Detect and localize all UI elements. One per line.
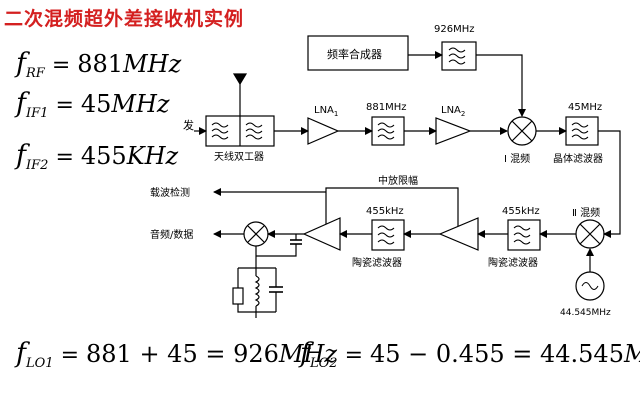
limiter-feedback-loop [325, 187, 459, 226]
lna2-sub: 2 [461, 110, 465, 118]
eq-sign: = [55, 93, 81, 118]
lna1-label: LNA1 [314, 105, 338, 118]
eq-value: 455 [80, 142, 127, 170]
eq-unit: MHz [624, 340, 640, 368]
filter-881-wave-icon [377, 122, 395, 140]
crystal-filter-label: 晶体滤波器 [553, 152, 603, 165]
crystal-filter-wave-icon [571, 122, 589, 140]
crystal-filter-block [565, 116, 599, 146]
carrier-detect-label: 载波检测 [150, 186, 190, 199]
eq-value: 881 [77, 50, 124, 78]
mixer-1-cross [511, 120, 533, 142]
lna1-main: LNA [314, 105, 334, 116]
oscillator-label: 44.545MHz [560, 308, 611, 318]
eq-sign: = [55, 145, 81, 170]
eq-sign: = [60, 343, 86, 368]
ceramic-filter-b-label: 陶瓷滤波器 [488, 256, 538, 269]
mixer2-label: Ⅱ 混频 [572, 206, 600, 219]
lna1-amplifier-icon [307, 117, 340, 145]
eq-value: 45 [80, 90, 112, 118]
eq-sign: = [51, 53, 78, 78]
f455a-label: 455kHz [366, 206, 404, 217]
equation-f-lo2: fLO2 = 45 − 0.455 = 44.545MHz [300, 338, 640, 371]
lna2-amplifier-icon [435, 117, 472, 145]
lna2-main: LNA [441, 105, 461, 116]
duplexer-label: 天线双工器 [214, 150, 264, 163]
ceramic-filter-b-wave-icon [513, 225, 531, 245]
eq-value: 881 + 45 = 926 [86, 340, 279, 368]
f926-label: 926MHz [434, 24, 474, 35]
eq-unit: MHz [278, 340, 338, 368]
equation-f-lo1: fLO1 = 881 + 45 = 926MHz [16, 338, 337, 371]
tank-bottom-rail [237, 304, 276, 313]
ceramic-filter-a-label: 陶瓷滤波器 [352, 256, 402, 269]
lna1-sub: 1 [334, 110, 338, 118]
eq-var: f [16, 88, 26, 119]
equation-f-if1: fIF1 = 45MHz [16, 88, 170, 121]
ceramic-filter-a-wave-icon [377, 225, 395, 245]
eq-unit: MHz [123, 50, 182, 78]
eq-unit: MHz [111, 90, 170, 118]
eq-sub: RF [26, 66, 45, 81]
eq-var: f [16, 48, 26, 79]
page-title: 二次混频超外差接收机实例 [4, 8, 245, 30]
equation-f-if2: fIF2 = 455KHz [16, 140, 178, 173]
if-amplifier-icon [438, 217, 479, 251]
eq-sub: LO1 [26, 356, 54, 371]
eq-sub: IF2 [26, 158, 49, 173]
filter-926mhz-block [441, 41, 477, 71]
eq-sub: IF1 [26, 106, 49, 121]
duplexer-rx-wave-icon [245, 122, 263, 140]
eq-var: f [16, 338, 26, 369]
limiter-amplifier-icon [302, 217, 341, 251]
ceramic-filter-a-block [371, 219, 405, 251]
eq-value: 45 − 0.455 = 44.545 [370, 340, 624, 368]
wire-cap-to-tank [256, 244, 297, 257]
f881-label: 881MHz [366, 102, 406, 113]
synthesizer-label: 频率合成器 [327, 47, 382, 61]
wire-crystal-to-mixer2 [598, 130, 621, 238]
oscillator-sine-icon [581, 282, 599, 290]
filter-881mhz-block [371, 116, 405, 146]
mixer-2-cross [579, 223, 601, 245]
tx-label: 发 [183, 118, 194, 132]
inductor-icon [254, 275, 260, 307]
mixer1-label: Ⅰ 混频 [504, 152, 530, 165]
frequency-synthesizer-block [307, 35, 409, 71]
f455b-label: 455kHz [502, 206, 540, 217]
eq-sign: = [344, 343, 370, 368]
agc-label: 中放限幅 [378, 174, 418, 187]
eq-var: f [16, 140, 26, 171]
equation-f-rf: fRF = 881MHz [16, 48, 181, 81]
eq-sub: LO2 [310, 356, 338, 371]
lna2-label: LNA2 [441, 105, 465, 118]
duplexer-tx-wave-icon [211, 122, 229, 140]
audio-data-label: 音频/数据 [150, 228, 193, 241]
eq-var: f [300, 338, 310, 369]
wire-926-to-mixer1 [476, 54, 526, 117]
eq-unit: KHz [126, 142, 179, 170]
filter-926-wave-icon [448, 47, 466, 65]
demod-mixer-cross [247, 225, 265, 243]
ceramic-filter-b-block [507, 219, 541, 251]
resistor-icon [232, 287, 244, 305]
f45-label: 45MHz [568, 102, 602, 113]
